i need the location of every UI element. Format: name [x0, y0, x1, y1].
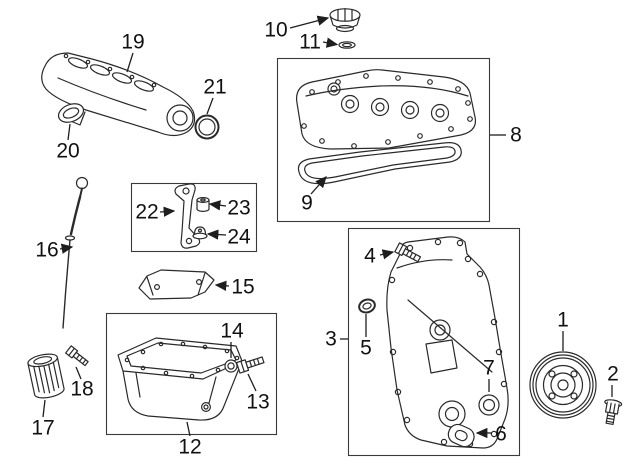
leader-22 [159, 206, 176, 217]
seal-bolt-drawing [192, 226, 208, 240]
leader-12 [186, 421, 191, 437]
drain-bolt-drawing [235, 356, 265, 374]
pulley-bolt-drawing [604, 399, 623, 425]
leader-10 [289, 15, 330, 29]
group-box-oil-pan [105, 312, 278, 436]
chain-case-drawing [386, 236, 509, 449]
callout-21[interactable]: 21 [203, 75, 227, 99]
callout-11[interactable]: 11 [299, 30, 321, 54]
crank-pulley-drawing [529, 351, 597, 419]
leader-4 [379, 249, 395, 260]
oil-filler-cap-drawing [329, 8, 361, 33]
crank-oil-seal-drawing [478, 394, 500, 416]
group-box-valve-cover [276, 57, 491, 223]
callout-17[interactable]: 17 [31, 416, 55, 440]
callout-10[interactable]: 10 [264, 18, 288, 42]
callout-13[interactable]: 13 [246, 390, 270, 414]
callout-22[interactable]: 22 [135, 200, 159, 224]
callout-7[interactable]: 7 [483, 356, 495, 380]
leader-24 [206, 229, 227, 240]
drain-washer-drawing [224, 359, 238, 373]
callout-9[interactable]: 9 [301, 191, 313, 215]
throttle-oring-drawing [194, 114, 220, 140]
manifold-gasket-drawing [57, 103, 85, 123]
callout-12[interactable]: 12 [178, 435, 202, 459]
callout-6[interactable]: 6 [495, 422, 507, 446]
callout-24[interactable]: 24 [227, 225, 251, 249]
group-box-bracket [130, 182, 258, 253]
leader-21 [206, 97, 214, 115]
group-boxes [105, 57, 521, 457]
callout-14[interactable]: 14 [220, 319, 244, 343]
callout-2[interactable]: 2 [607, 362, 619, 386]
callout-15[interactable]: 15 [231, 275, 255, 299]
intake-manifold-drawing [41, 52, 196, 137]
leader-15 [214, 280, 230, 291]
leader-23 [208, 200, 227, 211]
leader-16 [59, 243, 74, 254]
leader-17 [42, 399, 46, 418]
valve-cover-drawing [295, 69, 477, 150]
callout-4[interactable]: 4 [364, 244, 376, 268]
oil-pan-drawing [117, 337, 243, 421]
seal-plate-drawing [447, 423, 475, 448]
callout-19[interactable]: 19 [121, 30, 145, 54]
callout-1[interactable]: 1 [557, 308, 569, 332]
group-box-chain-case [347, 227, 521, 457]
callout-18[interactable]: 18 [70, 377, 94, 401]
callout-3[interactable]: 3 [325, 327, 337, 351]
filter-bracket-bolt-drawing [65, 345, 89, 367]
grommet-drawing [196, 197, 210, 212]
leader-lines [42, 15, 613, 439]
leader-18 [75, 366, 82, 380]
case-bolt-drawing [394, 242, 422, 263]
oil-filter-drawing [27, 353, 65, 399]
cap-seal-washer-drawing [338, 41, 356, 49]
baffle-plate-drawing [138, 269, 215, 300]
callout-16[interactable]: 16 [35, 238, 59, 262]
leader-11 [322, 37, 339, 48]
callout-5[interactable]: 5 [360, 336, 372, 360]
callout-23[interactable]: 23 [227, 196, 251, 220]
leader-19 [126, 52, 134, 73]
leader-13 [247, 373, 257, 392]
callout-8[interactable]: 8 [510, 123, 522, 147]
leader-9 [310, 176, 327, 195]
dipstick-drawing [62, 176, 89, 329]
case-oring-drawing [358, 298, 376, 314]
callout-20[interactable]: 20 [56, 139, 80, 163]
leader-20 [67, 123, 71, 141]
